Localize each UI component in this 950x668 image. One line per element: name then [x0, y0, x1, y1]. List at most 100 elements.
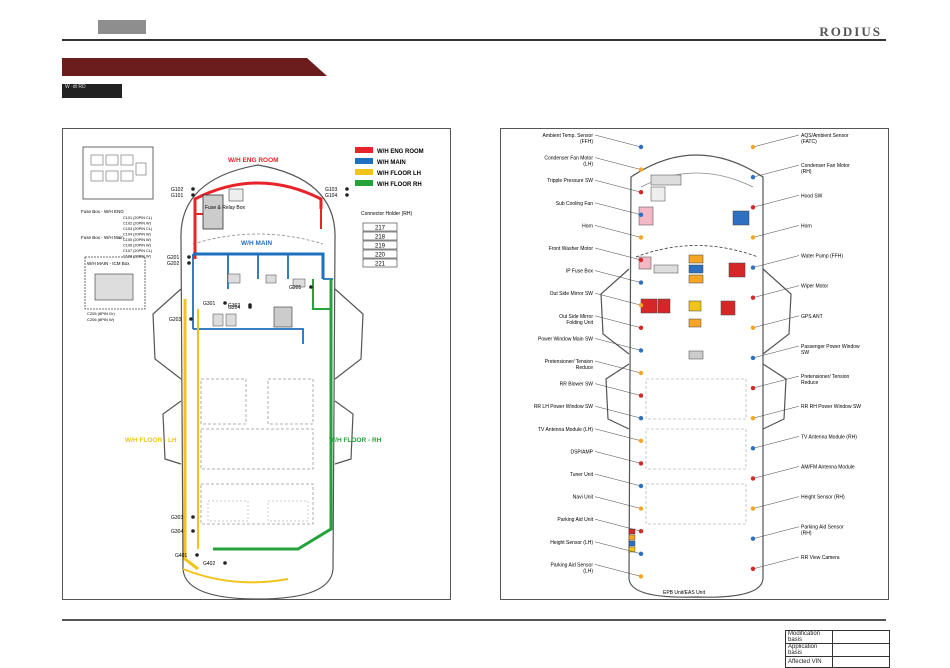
- callout-label: (FATC): [801, 139, 817, 145]
- ground-marker: [195, 553, 199, 557]
- header-tab: [98, 20, 146, 34]
- callout-leader: [594, 270, 642, 283]
- component-dot: [638, 461, 644, 466]
- legend-swatch: [355, 147, 373, 153]
- callout-label: Condenser Fan Motor: [801, 163, 850, 169]
- callout-leader: [752, 285, 800, 298]
- label-floor-rh: W/H FLOOR - RH: [329, 437, 382, 444]
- legend-label: W/H ENG ROOM: [377, 149, 424, 155]
- label-eng-room: W/H ENG ROOM: [228, 157, 279, 164]
- ground-label: G401: [175, 553, 187, 559]
- component-dot: [638, 529, 644, 534]
- bottom-callout: EPB Unit/EAS Unit: [663, 590, 706, 596]
- component-dot: [750, 205, 756, 210]
- callout-leader: [594, 428, 642, 442]
- floor-rh-harness: [213, 279, 333, 551]
- eng-room-harness: [193, 181, 323, 259]
- callout-label: Hood SW: [801, 193, 823, 199]
- callout-label: Reduce: [576, 365, 593, 371]
- callout-label: Condenser Fan Motor: [544, 156, 593, 162]
- meta-label: Application basis: [785, 643, 833, 657]
- callout-leader: [752, 436, 800, 449]
- ground-marker: [223, 561, 227, 565]
- ground-marker: [191, 193, 195, 197]
- connector-slot: [362, 222, 398, 232]
- component-dot: [638, 551, 644, 556]
- icm-box-label: W/H MAIN - ICM Box: [87, 261, 130, 266]
- callout-leader: [594, 338, 642, 351]
- callout-leader: [594, 134, 642, 148]
- header-rule: [62, 39, 886, 41]
- callout-label: Wiper Motor: [801, 284, 829, 290]
- component-dot: [638, 393, 644, 398]
- component-dot: [638, 483, 644, 489]
- callout-label: (RH): [801, 169, 812, 175]
- component-dot: [638, 506, 644, 511]
- ground-label: G402: [203, 561, 215, 567]
- ground-label: G101: [171, 193, 183, 199]
- label-main: W/H MAIN: [241, 240, 272, 247]
- callout-label: AQS/Ambient Sensor: [801, 133, 849, 139]
- callout-label: Sub Cooling Fan: [556, 201, 593, 207]
- brand-logo: RODIUS: [819, 24, 882, 39]
- callout-label: RR LH Power Window SW: [534, 404, 593, 410]
- legend-swatch: [355, 180, 373, 186]
- callout-leader: [752, 466, 800, 479]
- component-dot: [750, 416, 756, 421]
- callout-leader: [752, 345, 800, 359]
- callout-label: Ambient Temp. Sensor: [543, 133, 594, 139]
- ground-label: G102: [171, 187, 183, 193]
- ground-marker: [345, 193, 349, 197]
- component-dot: [638, 280, 644, 285]
- component-dot: [638, 438, 644, 443]
- callout-label: (RH): [801, 531, 812, 537]
- callout-label: (LH): [583, 568, 593, 574]
- callout-label: (LH): [583, 162, 593, 168]
- callout-leader: [594, 360, 642, 374]
- callout-label: Tripple Pressure SW: [547, 178, 593, 184]
- component-diagram: Ambient Temp. Sensor(FFH) Condenser Fan M…: [534, 133, 861, 598]
- callout-label: Water Pump (FFH): [801, 254, 843, 260]
- callout-label: Navi Unit: [573, 495, 594, 501]
- fuse-box-eng-label: Fuse Box - W/H ENG: [81, 209, 124, 214]
- fuse-box-pin-list: C101 (20PIN CL)C102 (20PIN W)C103 (20PIN…: [123, 216, 153, 259]
- callout-label: GPS ANT: [801, 314, 823, 320]
- component-dot: [750, 174, 756, 180]
- component-dot: [750, 446, 756, 451]
- callout-label: TV Antenna Module (RH): [801, 434, 857, 440]
- callout-leader: [594, 451, 642, 464]
- ground-marker: [187, 255, 191, 259]
- connector-slot-label: 217: [375, 226, 386, 232]
- component-dot: [750, 144, 756, 150]
- ground-marker: [191, 187, 195, 191]
- callout-leader: [752, 134, 800, 148]
- callout-leader: [594, 564, 642, 577]
- callout-label: (FFH): [580, 139, 593, 145]
- callout-leader: [752, 255, 800, 268]
- ground-label: G302: [228, 303, 240, 309]
- ground-label: G203: [169, 317, 181, 323]
- callout-label: TV Antenna Module (LH): [538, 427, 593, 433]
- callout-label: Height Sensor (LH): [550, 540, 593, 546]
- footer-rule: [62, 619, 886, 621]
- callout-leader: [594, 247, 642, 261]
- ground-label: G205: [289, 285, 301, 291]
- callout-label: Front Washer Motor: [549, 246, 594, 252]
- component-dot: [750, 235, 756, 240]
- ground-label: G104: [325, 193, 337, 199]
- fuse-pin-label: C105 (20PIN W): [123, 238, 152, 242]
- callout-leader: [752, 225, 800, 238]
- callout-leader: [594, 383, 642, 396]
- right-callouts: AQS/Ambient Sensor(FATC) Condenser Fan Mo…: [750, 133, 861, 572]
- connector-slot-label: 220: [375, 253, 386, 259]
- callout-leader: [752, 496, 800, 509]
- component-dot: [750, 536, 756, 541]
- table-row: Affected VIN: [785, 656, 890, 668]
- callout-label: Reduce: [801, 380, 818, 386]
- connector-slot: [362, 258, 398, 268]
- callout-leader: [752, 315, 800, 329]
- callout-leader: [752, 164, 800, 178]
- meta-value: [832, 656, 890, 668]
- fuse-pin-label: C103 (20PIN CL): [123, 227, 153, 231]
- callout-label: Height Sensor (RH): [801, 495, 845, 501]
